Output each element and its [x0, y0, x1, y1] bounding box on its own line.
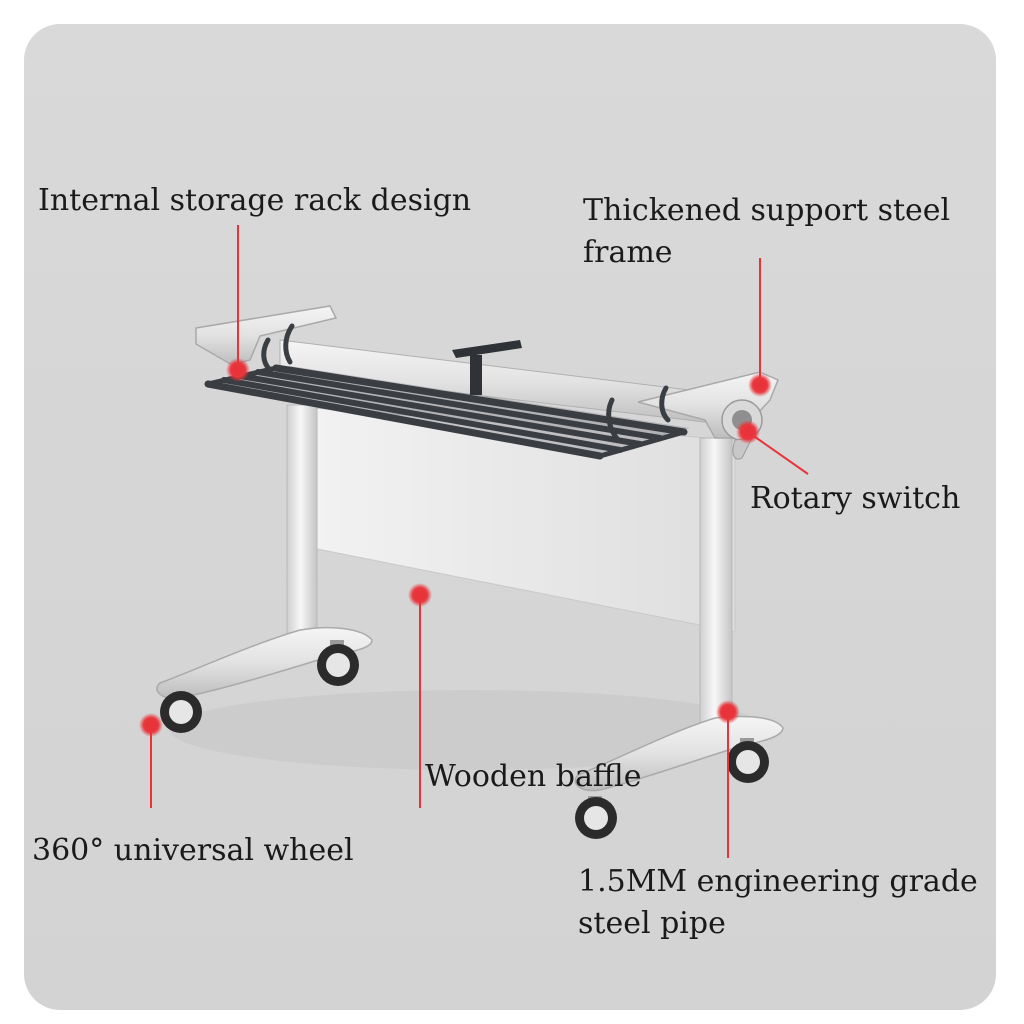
- wheel-left-back: [317, 640, 359, 686]
- right-leg: [699, 437, 733, 729]
- left-leg: [286, 404, 318, 644]
- label-universal-wheel: 360° universal wheel: [32, 833, 354, 868]
- left-top-bracket: [195, 305, 338, 366]
- right-foot: [574, 715, 784, 792]
- callout-lines: [150, 225, 809, 858]
- wheel-left-front: [160, 691, 202, 733]
- label-wooden-baffle: Wooden baffle: [425, 759, 642, 794]
- label-steel-pipe: 1.5MM engineering grade steel pipe: [578, 864, 978, 941]
- storage-rack: [204, 323, 690, 460]
- wheel-right-front: [575, 796, 617, 839]
- callout-line-rotary-switch: [747, 431, 809, 475]
- label-steel-frame: Thickened support steel frame: [583, 193, 951, 270]
- left-foot: [156, 626, 373, 699]
- wheel-right-back: [727, 738, 769, 783]
- label-rotary-switch: Rotary switch: [750, 481, 961, 516]
- callout-dots: [139, 358, 772, 737]
- floor-shadow: [170, 690, 770, 770]
- center-bracket: [452, 340, 522, 395]
- label-storage-rack: Internal storage rack design: [38, 183, 472, 218]
